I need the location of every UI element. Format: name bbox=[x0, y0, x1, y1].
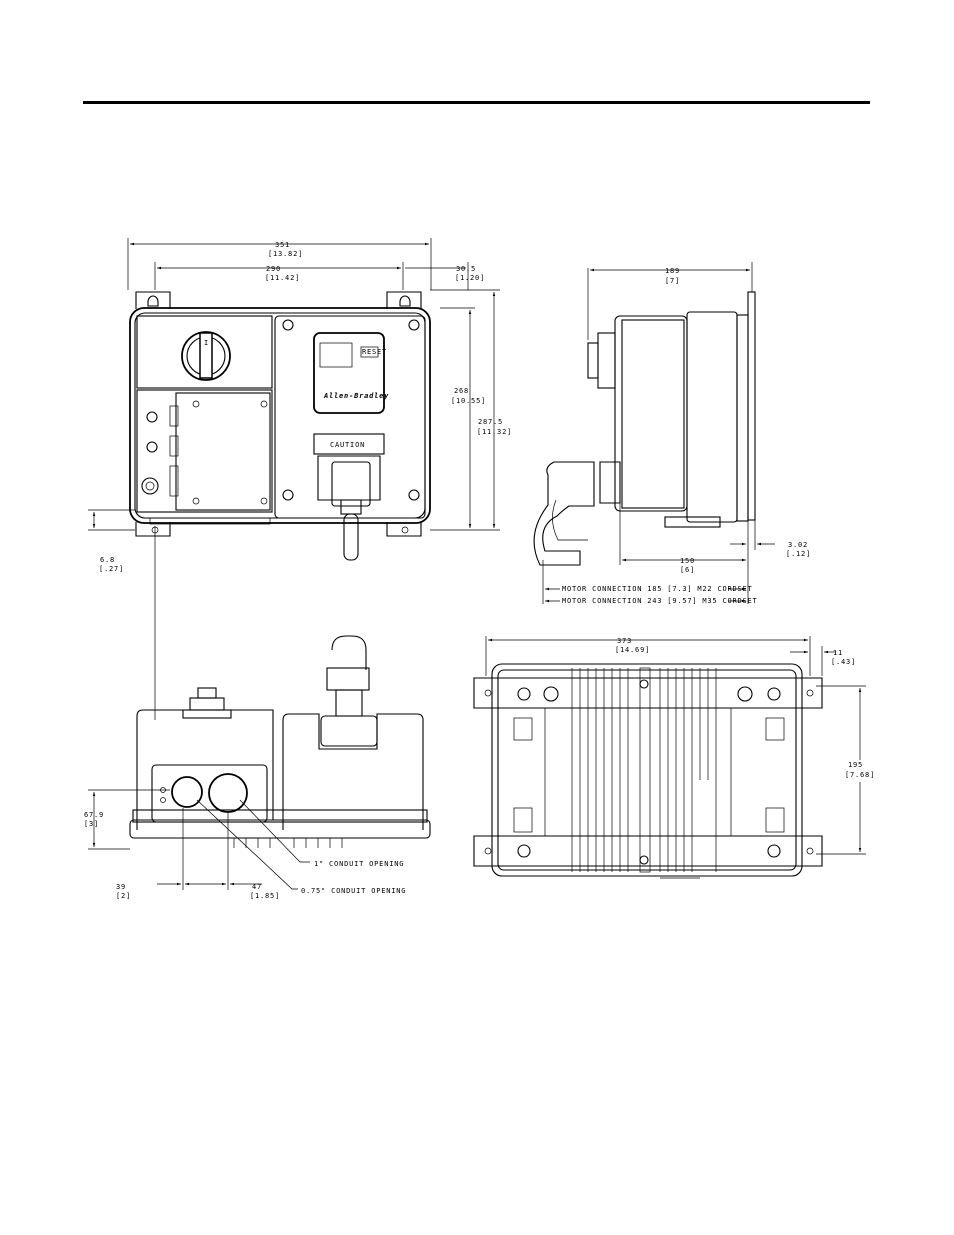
dim-height-b: 287.5 bbox=[478, 418, 503, 426]
dim-rear-width: 373 bbox=[617, 637, 632, 645]
motor-connection-1: MOTOR CONNECTION 185 [7.3] M22 CORDSET bbox=[562, 585, 753, 593]
dim-rear-edge-in: [.43] bbox=[831, 658, 856, 666]
dim-depth-in: [7] bbox=[665, 277, 680, 285]
front-view: I RESET Allen-Bradley CAUTION bbox=[88, 238, 512, 720]
dim-flange: 3.02 bbox=[788, 541, 808, 549]
dim-height-b-in: [11.32] bbox=[477, 428, 512, 436]
dim-spacing-in: [1.85] bbox=[250, 892, 280, 900]
dim-rear-height-in: [7.68] bbox=[845, 771, 875, 779]
dim-left: 39 bbox=[116, 883, 126, 891]
dim-rear-height: 195 bbox=[848, 761, 863, 769]
dim-body-in: [6] bbox=[680, 566, 695, 574]
bottom-view: 67.9 [3] 39 [2] 47 [1.85] 1" CONDUIT OPE… bbox=[84, 635, 431, 900]
dim-tab-in: [.27] bbox=[99, 565, 124, 573]
dim-left-in: [2] bbox=[116, 892, 131, 900]
dim-bottom-height-in: [3] bbox=[84, 820, 99, 828]
dim-overall-width: 351 bbox=[275, 241, 290, 249]
svg-text:I: I bbox=[204, 339, 209, 347]
dim-right-offset: 30.5 bbox=[456, 265, 476, 273]
dim-height-a-in: [10.55] bbox=[451, 397, 486, 405]
side-view: 189 [7] 3.02 [.12] 150 [6] MOTOR CONNECT… bbox=[533, 262, 811, 605]
dim-flange-in: [.12] bbox=[786, 550, 811, 558]
conduit-2-label: 0.75" CONDUIT OPENING bbox=[301, 887, 406, 895]
dim-hole-spacing: 290 bbox=[266, 265, 281, 273]
dim-rear-edge: 11 bbox=[833, 649, 843, 657]
dim-body: 150 bbox=[680, 557, 695, 565]
dim-overall-width-in: [13.82] bbox=[268, 250, 303, 258]
dim-spacing: 47 bbox=[252, 883, 262, 891]
dim-height-a: 268 bbox=[454, 387, 469, 395]
motor-connection-2: MOTOR CONNECTION 243 [9.57] M35 CORDSET bbox=[562, 597, 758, 605]
header-rule bbox=[83, 101, 870, 104]
dim-rear-width-in: [14.69] bbox=[615, 646, 650, 654]
dim-hole-spacing-in: [11.42] bbox=[265, 274, 300, 282]
reset-label: RESET bbox=[362, 348, 387, 356]
dim-depth: 189 bbox=[665, 267, 680, 275]
dim-right-offset-in: [1.20] bbox=[455, 274, 485, 282]
caution-label: CAUTION bbox=[330, 441, 365, 449]
brand-label: Allen-Bradley bbox=[323, 392, 389, 400]
rear-view: 373 [14.69] 11 [.43] 195 [7.68] bbox=[473, 636, 875, 879]
conduit-1-label: 1" CONDUIT OPENING bbox=[314, 860, 404, 868]
dim-bottom-height: 67.9 bbox=[84, 811, 104, 819]
dim-tab: 6.8 bbox=[100, 556, 115, 564]
